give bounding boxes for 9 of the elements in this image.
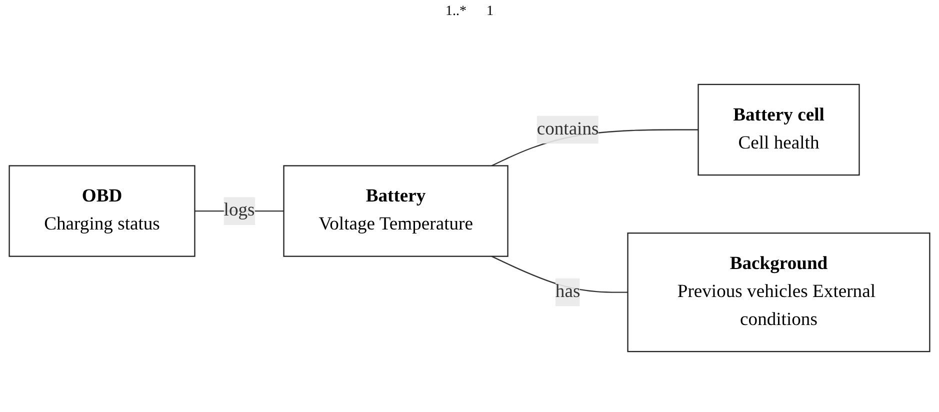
edge-label: logs	[224, 200, 255, 220]
edge-label: contains	[536, 119, 599, 140]
edge-label: has	[555, 282, 580, 302]
multiplicity-label: 1	[486, 4, 494, 20]
node-box: Background Previous vehicles External conditions	[627, 232, 930, 352]
node-box: Battery Voltage Temperature	[283, 165, 508, 257]
node-box: OBD Charging status	[8, 165, 196, 257]
node-box: Battery cell Cell health	[698, 84, 860, 176]
multiplicity-label: 1..*	[446, 4, 466, 20]
